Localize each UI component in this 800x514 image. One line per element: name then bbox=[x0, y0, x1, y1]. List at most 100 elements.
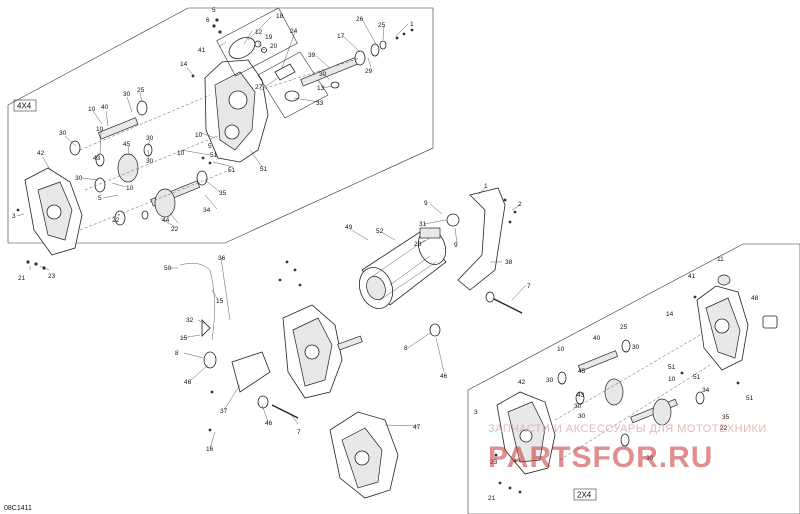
callout-1-right: 1 bbox=[484, 183, 488, 190]
callout-41: 41 bbox=[198, 47, 206, 54]
callout-10-d: 10 bbox=[195, 132, 203, 139]
frame-4x4 bbox=[7, 7, 434, 244]
bolt-7-center bbox=[491, 297, 523, 314]
callout-50: 50 bbox=[164, 265, 172, 272]
callout-3-2x4: 3 bbox=[474, 409, 478, 416]
callout-21-2x4: 21 bbox=[488, 495, 496, 502]
callout-15-a: 15 bbox=[216, 298, 224, 305]
callout-3-top: 3 bbox=[12, 213, 16, 220]
callout-5: 5 bbox=[212, 7, 216, 14]
explode-line-1 bbox=[79, 94, 211, 151]
callout-30-2x4-a: 30 bbox=[632, 344, 640, 351]
fasteners bbox=[16, 18, 740, 494]
callout-10-a: 10 bbox=[88, 106, 96, 113]
callout-46-center: 46 bbox=[440, 373, 448, 380]
bearing-10-2x4 bbox=[557, 371, 567, 385]
bracket-38 bbox=[457, 187, 506, 291]
callout-24: 24 bbox=[290, 28, 298, 35]
fork-assembly-box bbox=[257, 51, 329, 119]
callout-37: 37 bbox=[220, 408, 228, 415]
callout-40-top: 40 bbox=[101, 104, 109, 111]
fork-27 bbox=[274, 63, 296, 81]
gear-45-2x4 bbox=[604, 378, 624, 406]
callout-labels: 5 6 18 41 12 19 20 24 26 17 25 1 39 29 3… bbox=[12, 7, 759, 502]
callout-31: 31 bbox=[419, 221, 427, 228]
explode-line-2 bbox=[84, 134, 221, 191]
callout-30-d: 30 bbox=[146, 158, 154, 165]
breather-hose-32 bbox=[179, 263, 215, 341]
shaft-40-2x4 bbox=[577, 350, 619, 372]
callout-52: 52 bbox=[376, 228, 384, 235]
washer-22 bbox=[141, 210, 149, 220]
callout-43-top: 43 bbox=[93, 155, 101, 162]
callout-19: 19 bbox=[265, 34, 273, 41]
callout-45-2x4: 45 bbox=[578, 368, 586, 375]
housing-41-2x4-bore bbox=[714, 318, 730, 334]
callout-22-a: 22 bbox=[112, 217, 120, 224]
cover-12 bbox=[228, 37, 256, 59]
bearing-30-2x4 bbox=[620, 433, 630, 447]
callout-29: 29 bbox=[365, 68, 373, 75]
gear-44-2x4 bbox=[652, 398, 672, 426]
bearing-25-2x4 bbox=[621, 339, 631, 353]
callout-51-top: 51 bbox=[260, 166, 268, 173]
callout-25-2x4: 25 bbox=[620, 324, 628, 331]
callout-15-b: 15 bbox=[180, 335, 188, 342]
callout-10-e: 10 bbox=[177, 150, 185, 157]
explode-line-3 bbox=[79, 169, 231, 231]
callout-30-c: 30 bbox=[146, 135, 154, 142]
cover-42-2x4-bore bbox=[519, 429, 533, 443]
callout-51-2x4-b: 51 bbox=[668, 364, 676, 371]
callout-5-mid: 5 bbox=[98, 195, 102, 202]
bearing-30b bbox=[94, 177, 106, 193]
bolt-7-left bbox=[271, 404, 299, 419]
callout-40-2x4: 40 bbox=[593, 335, 601, 342]
callout-51-b: 51 bbox=[228, 167, 236, 174]
label-box-2x4 bbox=[573, 488, 597, 501]
callout-32: 32 bbox=[186, 317, 194, 324]
gearbox-assembled-bore bbox=[304, 344, 320, 360]
seal-19 bbox=[254, 40, 262, 48]
bearing-30a bbox=[69, 140, 81, 156]
callout-7-center: 7 bbox=[527, 283, 531, 290]
callout-48: 48 bbox=[751, 295, 759, 302]
callout-30-a: 30 bbox=[123, 91, 131, 98]
flange-31 bbox=[446, 213, 460, 227]
frame-2x4 bbox=[467, 243, 800, 514]
callout-51-2x4-c: 51 bbox=[746, 395, 754, 402]
bearing-17 bbox=[354, 50, 366, 66]
callout-8-center: 8 bbox=[404, 345, 408, 352]
callout-30-2x4-c: 30 bbox=[574, 403, 582, 410]
config-label-2x4: 2X4 bbox=[577, 491, 592, 500]
watermark-line-1: ЗАПЧАСТИ И АКСЕССУАРЫ ДЛЯ МОТОТЕХНИКИ bbox=[488, 423, 767, 435]
gear-44 bbox=[154, 188, 176, 218]
clip-20 bbox=[261, 47, 267, 53]
callout-46-mid: 46 bbox=[265, 420, 273, 427]
bushing-52 bbox=[419, 227, 441, 239]
plug-11 bbox=[717, 274, 731, 286]
callout-35-2x4: 35 bbox=[722, 414, 730, 421]
callout-8-left: 8 bbox=[175, 350, 179, 357]
callout-22-b: 22 bbox=[171, 226, 179, 233]
callout-7-left: 7 bbox=[297, 429, 301, 436]
callout-30-2x4-e: 30 bbox=[646, 455, 654, 462]
callout-25-top: 25 bbox=[378, 22, 386, 29]
config-label-4x4: 4X4 bbox=[17, 102, 32, 111]
callout-46-left: 46 bbox=[184, 379, 192, 386]
callout-28: 28 bbox=[414, 241, 422, 248]
callout-10-2x4-b: 10 bbox=[668, 376, 676, 383]
watermark-line-2: PARTSFOR.RU bbox=[488, 441, 713, 474]
callout-30-e: 30 bbox=[75, 175, 83, 182]
bushing-46a bbox=[203, 351, 217, 369]
bearing-35 bbox=[196, 170, 208, 186]
gearbox-output-shaft bbox=[337, 335, 363, 351]
bushing-46b bbox=[257, 395, 269, 409]
callout-49: 49 bbox=[345, 224, 353, 231]
callout-10-b: 10 bbox=[96, 126, 104, 133]
cover-42-bore bbox=[46, 204, 62, 220]
motor-49 bbox=[358, 229, 447, 309]
callout-51-2x4-a: 51 bbox=[693, 374, 701, 381]
callout-10-2x4: 10 bbox=[557, 346, 565, 353]
callout-26: 26 bbox=[356, 16, 364, 23]
